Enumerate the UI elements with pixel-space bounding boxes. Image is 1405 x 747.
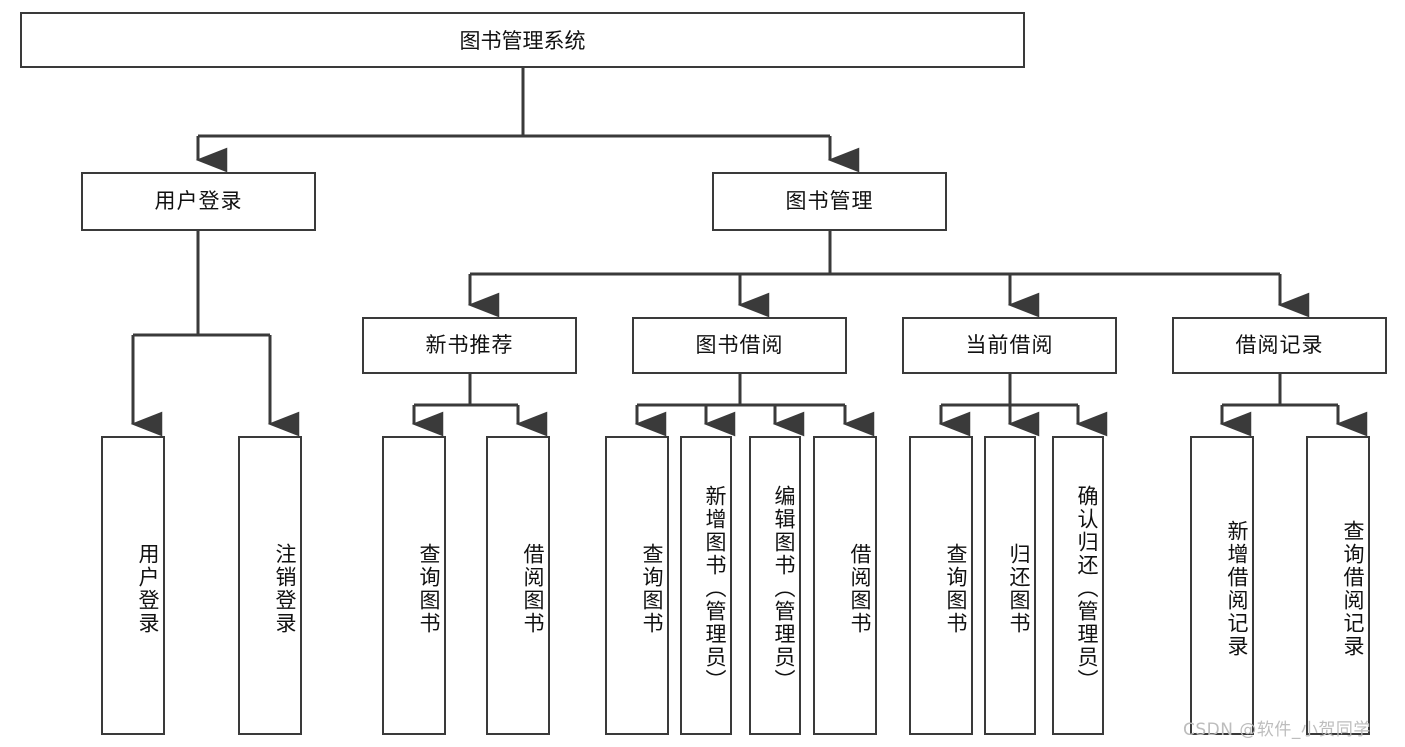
- leaf-borrow-book-1[interactable]: 借阅图书: [486, 436, 550, 735]
- leaf-logout-login[interactable]: 注销登录: [238, 436, 302, 735]
- leaf-query-book-1[interactable]: 查询图书: [382, 436, 446, 735]
- node-new-book-recommend-label: 新书推荐: [425, 332, 514, 357]
- node-current-borrow-label: 当前借阅: [965, 332, 1054, 357]
- leaf-add-record[interactable]: 新增借阅记录: [1190, 436, 1254, 735]
- leaf-borrow-book-1-label: 借阅图书: [521, 542, 545, 635]
- node-user-login-label: 用户登录: [154, 188, 243, 213]
- node-borrow-record[interactable]: 借阅记录: [1172, 317, 1387, 374]
- leaf-borrow-book-2[interactable]: 借阅图书: [813, 436, 877, 735]
- leaf-query-book-3[interactable]: 查询图书: [909, 436, 973, 735]
- node-book-management[interactable]: 图书管理: [712, 172, 947, 231]
- leaf-confirm-return-label: 确认归还（管理员）: [1075, 485, 1099, 692]
- node-book-borrow-label: 图书借阅: [695, 332, 784, 357]
- node-root[interactable]: 图书管理系统: [20, 12, 1025, 68]
- leaf-user-login-label: 用户登录: [136, 542, 160, 635]
- leaf-add-book[interactable]: 新增图书（管理员）: [680, 436, 732, 735]
- leaf-query-record-label: 查询借阅记录: [1341, 519, 1365, 658]
- node-book-borrow[interactable]: 图书借阅: [632, 317, 847, 374]
- leaf-query-book-3-label: 查询图书: [944, 542, 968, 635]
- leaf-query-book-2[interactable]: 查询图书: [605, 436, 669, 735]
- leaf-query-book-2-label: 查询图书: [640, 542, 664, 635]
- leaf-add-book-label: 新增图书（管理员）: [703, 485, 727, 692]
- node-root-label: 图书管理系统: [459, 29, 586, 53]
- leaf-return-book[interactable]: 归还图书: [984, 436, 1036, 735]
- leaf-query-book-1-label: 查询图书: [417, 542, 441, 635]
- leaf-add-record-label: 新增借阅记录: [1225, 519, 1249, 658]
- leaf-query-record[interactable]: 查询借阅记录: [1306, 436, 1370, 735]
- node-user-login[interactable]: 用户登录: [81, 172, 316, 231]
- leaf-return-book-label: 归还图书: [1007, 542, 1031, 635]
- node-book-management-label: 图书管理: [785, 188, 874, 213]
- leaf-edit-book[interactable]: 编辑图书（管理员）: [749, 436, 801, 735]
- leaf-borrow-book-2-label: 借阅图书: [848, 542, 872, 635]
- node-current-borrow[interactable]: 当前借阅: [902, 317, 1117, 374]
- leaf-user-login[interactable]: 用户登录: [101, 436, 165, 735]
- watermark: CSDN @软件_小贺同学: [1183, 720, 1371, 740]
- leaf-logout-login-label: 注销登录: [273, 542, 297, 635]
- leaf-confirm-return[interactable]: 确认归还（管理员）: [1052, 436, 1104, 735]
- node-new-book-recommend[interactable]: 新书推荐: [362, 317, 577, 374]
- leaf-edit-book-label: 编辑图书（管理员）: [772, 485, 796, 692]
- node-borrow-record-label: 借阅记录: [1235, 332, 1324, 357]
